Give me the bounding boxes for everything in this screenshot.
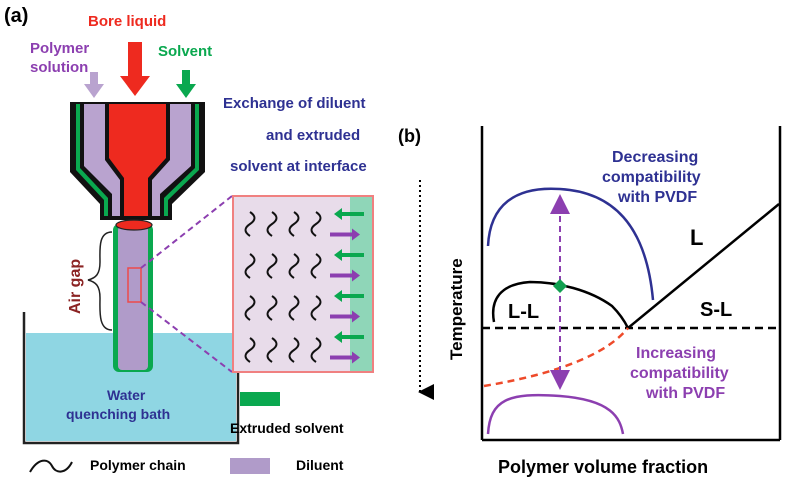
solvent-label: Solvent (158, 43, 212, 60)
polymer-solution-label-1: Polymer (30, 40, 89, 57)
bore-liquid-label: Bore liquid (88, 13, 166, 30)
bath-label-2: quenching bath (66, 406, 170, 422)
solvent-in-arrow (334, 249, 364, 261)
polymer-solution-label-2: solution (30, 59, 88, 76)
polymer-chain-legend-icon (29, 459, 73, 473)
metastable-dashed-curve (483, 327, 629, 388)
legend-polymer-chain: Polymer chain (90, 457, 186, 473)
legend-diluent: Diluent (296, 457, 344, 473)
hollow-fiber (113, 219, 153, 372)
exchange-label-3: solvent at interface (230, 158, 367, 175)
increasing-label-1: Increasing (636, 345, 716, 362)
cloud-point-marker (553, 279, 567, 293)
polymer-chain (266, 337, 278, 363)
polymer-chain (310, 337, 322, 363)
interface-inset (232, 195, 374, 373)
exchange-label-1: Exchange of diluent (223, 95, 366, 112)
increasing-label-3: with PVDF (645, 385, 725, 402)
decreasing-label-1: Decreasing (612, 149, 698, 166)
polymer-chain (244, 211, 256, 237)
decreasing-label-3: with PVDF (617, 189, 697, 206)
polymer-chain (244, 253, 256, 279)
panel-b-label: (b) (398, 126, 421, 146)
decreasing-compatibility-curve (486, 187, 655, 301)
legend-extruded-solvent: Extruded solvent (230, 420, 344, 436)
polymer-chain (310, 211, 322, 237)
diluent-out-arrow (330, 269, 360, 282)
liquidus-line (627, 203, 780, 329)
polymer-chain (266, 295, 278, 321)
polymer-chain (288, 253, 300, 279)
polymer-chain (310, 253, 322, 279)
x-axis-label: Polymer volume fraction (498, 457, 708, 477)
polymer-chain (266, 253, 278, 279)
panel-b: (b) Temperature L L-L S-L Decreasing com… (398, 126, 782, 477)
solvent-feed-arrow (176, 70, 196, 98)
polymer-feed-arrow (84, 72, 104, 98)
spinneret (70, 102, 205, 220)
diluent-swatch (230, 458, 270, 474)
region-LL: L-L (508, 301, 539, 323)
polymer-chain (310, 295, 322, 321)
diluent-out-arrow (330, 351, 360, 364)
polymer-chain (288, 337, 300, 363)
extruded-solvent-swatch (240, 392, 280, 406)
solvent-in-arrow (334, 331, 364, 343)
diluent-out-arrow (330, 228, 360, 241)
polymer-chain (244, 337, 256, 363)
air-gap-brace: Air gap (67, 231, 113, 331)
exchange-label-2: and extruded (266, 127, 360, 144)
exchange-arrows (330, 208, 364, 364)
polymer-chain (244, 295, 256, 321)
region-SL: S-L (700, 299, 732, 321)
polymer-chains (244, 211, 322, 363)
region-L: L (690, 225, 703, 250)
polymer-chain (266, 211, 278, 237)
decreasing-label-2: compatibility (602, 169, 701, 186)
bore-feed-arrow (120, 42, 150, 96)
diluent-out-arrow (330, 310, 360, 323)
solvent-in-arrow (334, 290, 364, 302)
y-axis-label: Temperature (447, 258, 466, 360)
polymer-chain (288, 211, 300, 237)
polymer-chain (288, 295, 300, 321)
bath-label-1: Water (107, 387, 146, 403)
increasing-label-2: compatibility (630, 365, 729, 382)
panel-a: (a) Bore liquid Polymer solution Solvent (4, 5, 374, 474)
air-gap-label: Air gap (67, 259, 84, 314)
increasing-compatibility-curve (486, 393, 625, 435)
solvent-in-arrow (334, 208, 364, 220)
panel-a-label: (a) (4, 5, 28, 27)
